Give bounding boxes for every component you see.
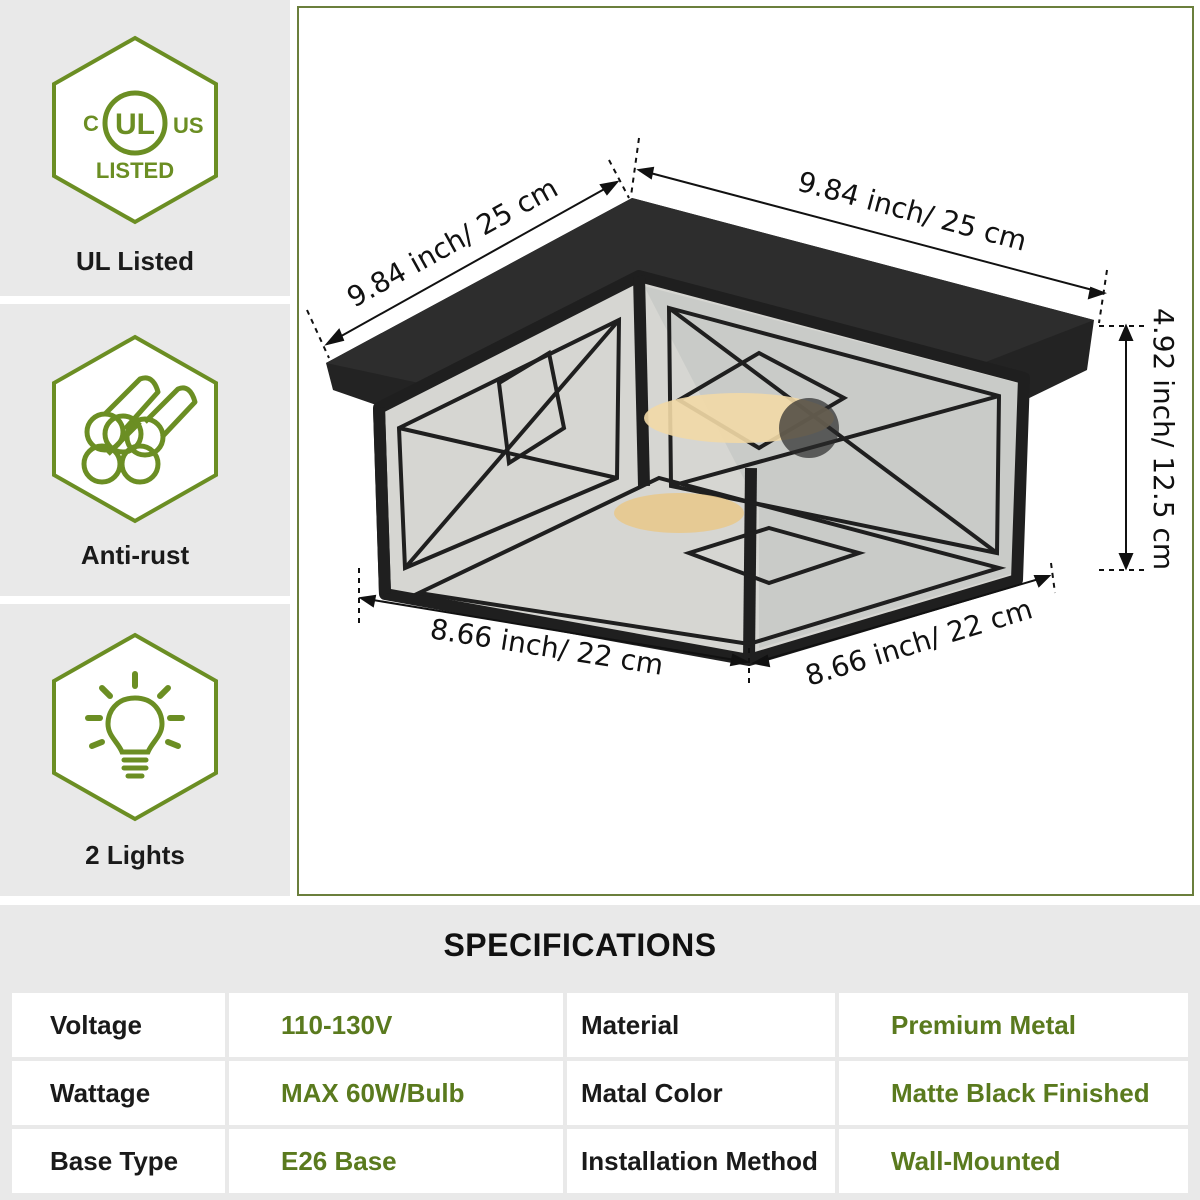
spec-value-voltage: 110-130V [229, 993, 563, 1057]
anti-rust-pipes-icon [52, 334, 218, 524]
spec-value-material: Premium Metal [839, 993, 1188, 1057]
spec-key-base-type: Base Type [12, 1129, 225, 1193]
specifications-section: SPECIFICATIONS Voltage 110-130V Material… [0, 905, 1200, 1200]
specifications-title: SPECIFICATIONS [443, 927, 717, 963]
spec-value-metal-color: Matte Black Finished [839, 1061, 1188, 1125]
svg-text:LISTED: LISTED [96, 158, 174, 183]
dimension-label-top-right: 9.84 inch/ 25 cm [794, 165, 1030, 258]
spec-value-wattage: MAX 60W/Bulb [229, 1061, 563, 1125]
ul-listed-icon: C UL US LISTED [52, 35, 218, 225]
svg-text:US: US [173, 113, 204, 138]
product-image-frame: 9.84 inch/ 25 cm 9.84 inch/ 25 cm 4.92 i… [297, 6, 1194, 896]
spec-key-voltage: Voltage [12, 993, 225, 1057]
ceiling-light-fixture-illustration: 9.84 inch/ 25 cm 9.84 inch/ 25 cm 4.92 i… [306, 137, 1180, 693]
spec-key-wattage: Wattage [12, 1061, 225, 1125]
feature-label-ul-listed: UL Listed [76, 246, 194, 276]
svg-text:UL: UL [115, 108, 155, 141]
spec-value-base-type: E26 Base [229, 1129, 563, 1193]
feature-panel-anti-rust: Anti-rust [0, 304, 290, 596]
spec-key-metal-color: Matal Color [567, 1061, 835, 1125]
dimension-label-height: 4.92 inch/ 12.5 cm [1147, 308, 1180, 570]
feature-label-anti-rust: Anti-rust [80, 540, 190, 570]
light-bulb-icon [52, 632, 218, 822]
feature-panel-ul: C UL US LISTED UL Listed [0, 0, 290, 296]
spec-key-installation-method: Installation Method [567, 1129, 835, 1193]
feature-panel-lights: 2 Lights [0, 604, 290, 896]
feature-label-2-lights: 2 Lights [85, 840, 185, 870]
spec-key-material: Material [567, 993, 835, 1057]
svg-text:C: C [83, 111, 99, 136]
spec-value-installation-method: Wall-Mounted [839, 1129, 1188, 1193]
